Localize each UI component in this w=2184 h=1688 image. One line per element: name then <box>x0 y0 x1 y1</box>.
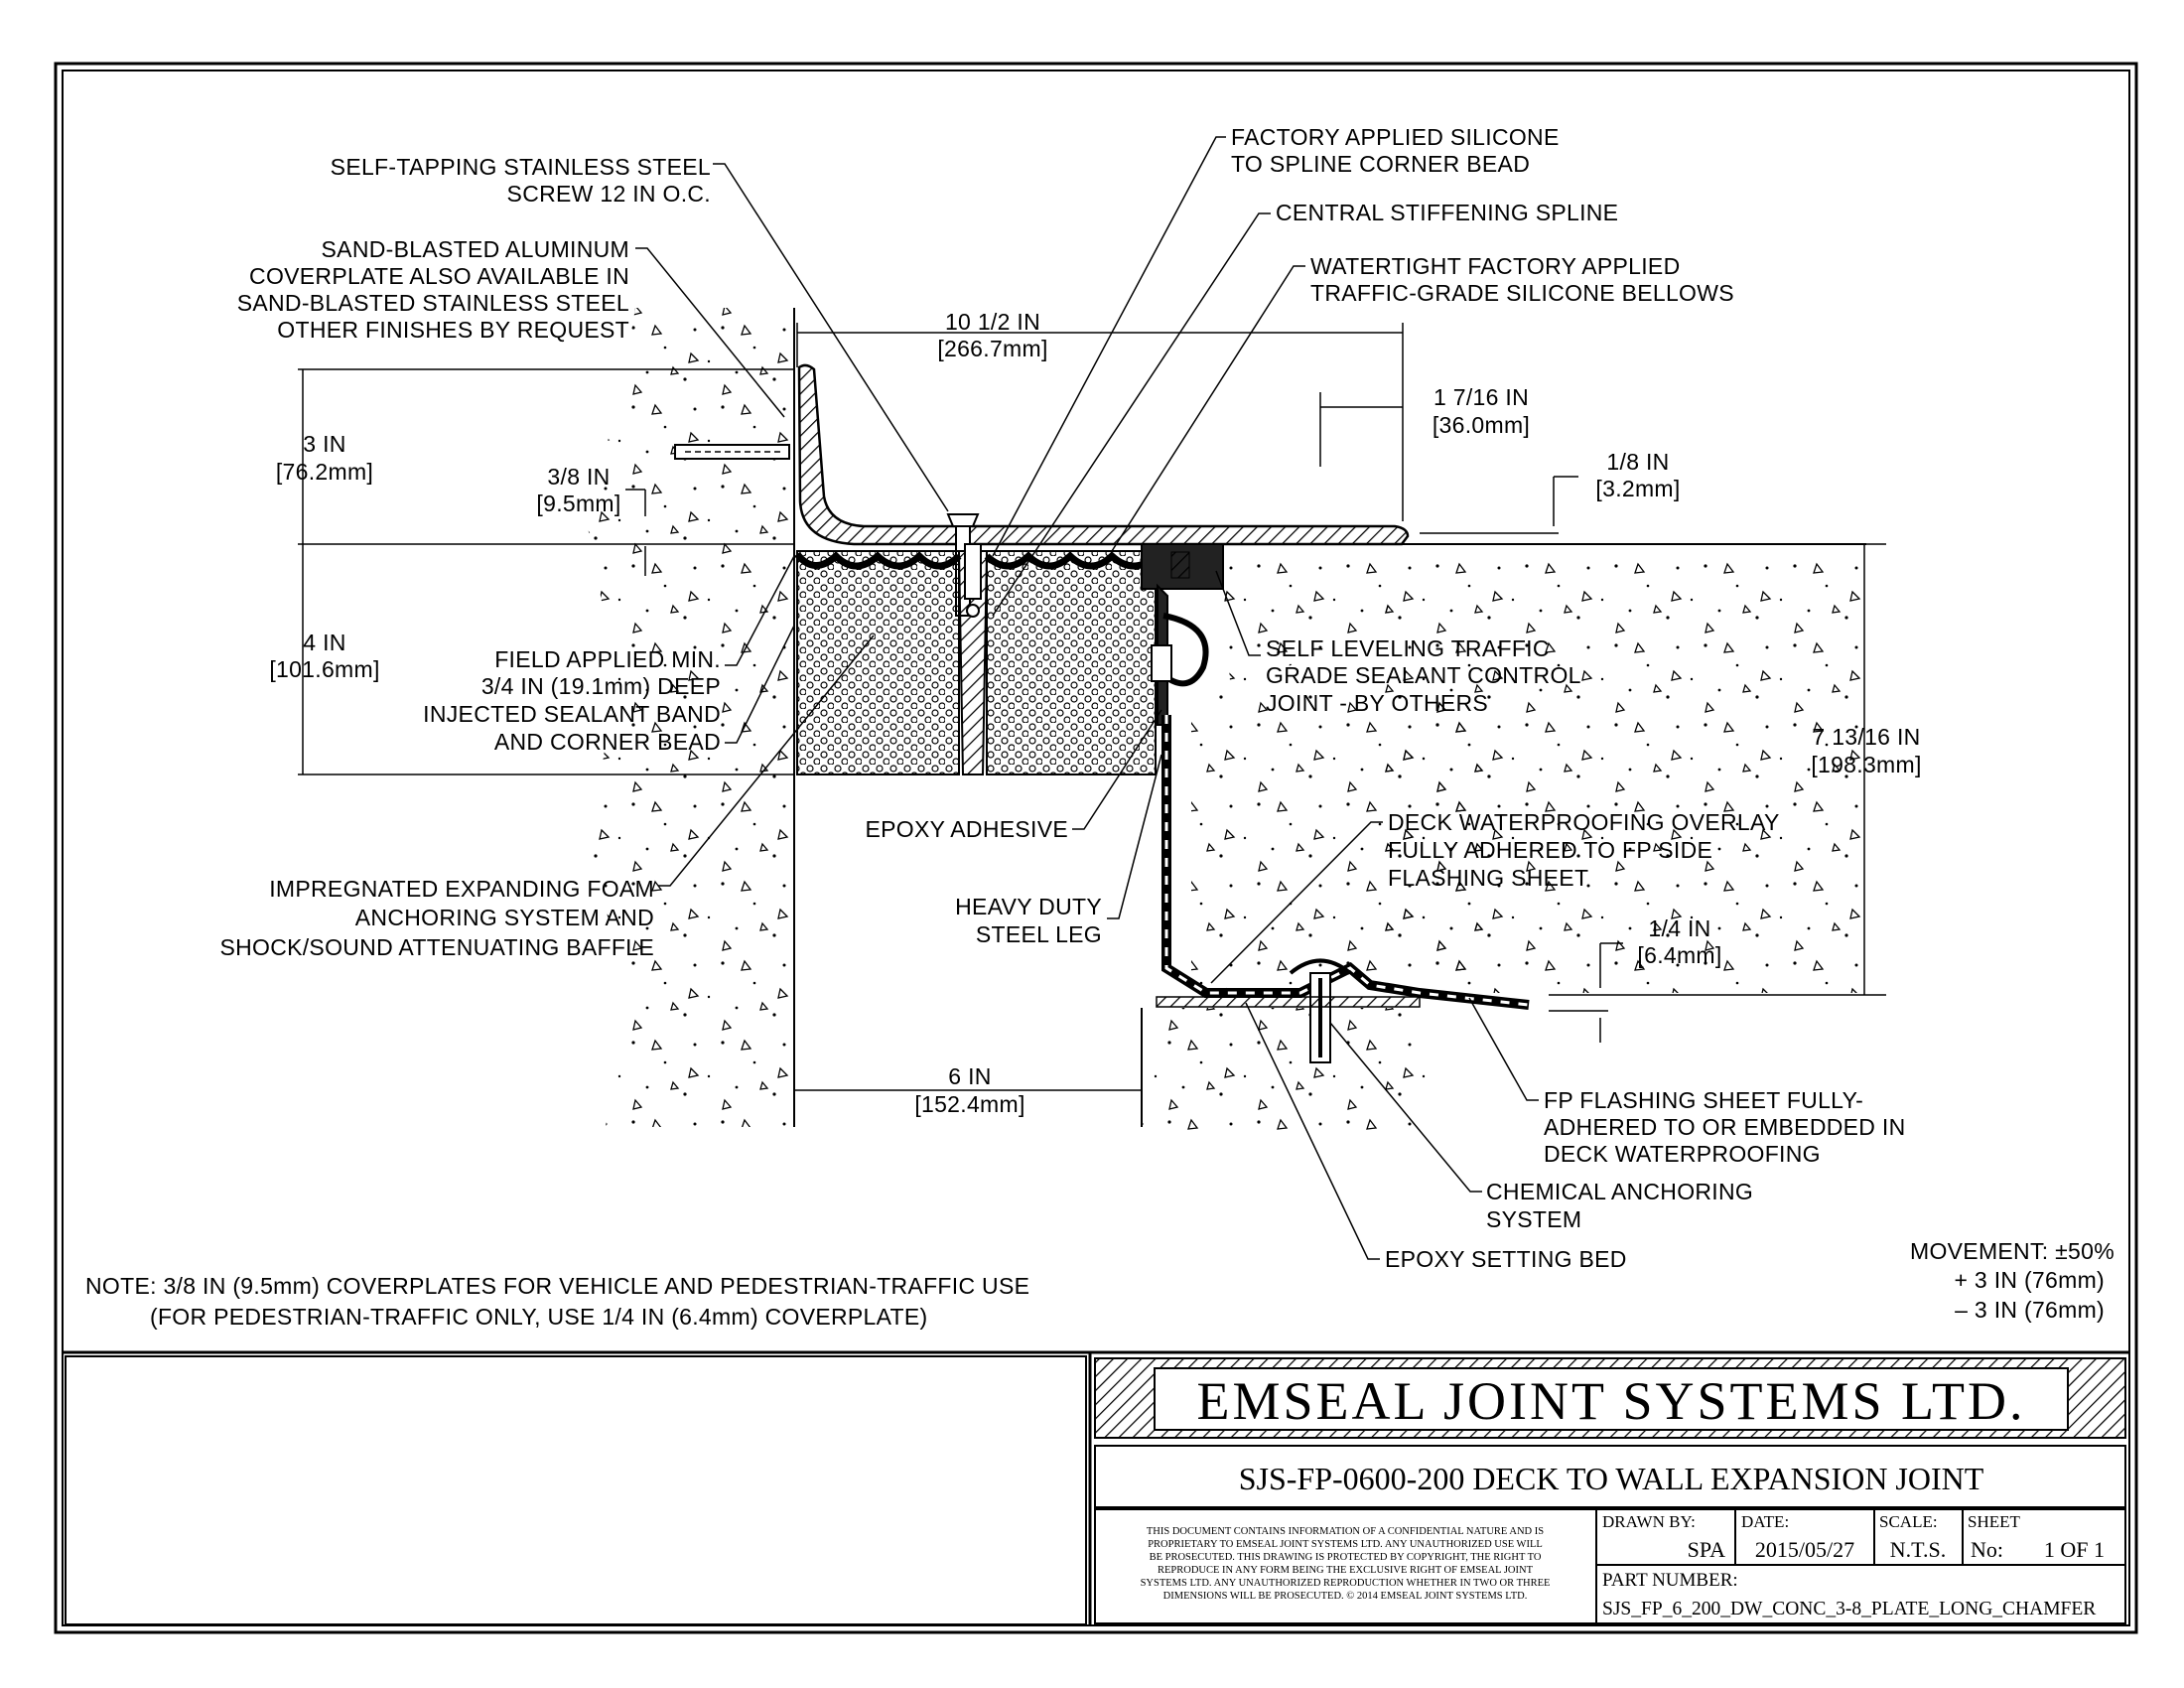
spline-label: CENTRAL STIFFENING SPLINE <box>1276 200 1618 225</box>
svg-text:COVERPLATE ALSO AVAILABLE IN: COVERPLATE ALSO AVAILABLE IN <box>249 263 629 289</box>
svg-text:BE PROSECUTED. THIS DRAWING IS: BE PROSECUTED. THIS DRAWING IS PROTECTED… <box>1150 1552 1542 1563</box>
wall-concrete <box>586 308 794 1127</box>
note-line-2: (FOR PEDESTRIAN-TRAFFIC ONLY, USE 1/4 IN… <box>150 1304 928 1330</box>
part-number: SJS_FP_6_200_DW_CONC_3-8_PLATE_LONG_CHAM… <box>1602 1599 2096 1619</box>
drawn-by: SPA <box>1688 1537 1725 1562</box>
svg-text:JOINT - BY OTHERS: JOINT - BY OTHERS <box>1266 690 1488 716</box>
title-block: EMSEAL JOINT SYSTEMS LTD. SJS-FP-0600-20… <box>63 1350 2129 1625</box>
setting-bed-label: EPOXY SETTING BED <box>1385 1246 1627 1272</box>
svg-text:10 1/2 IN: 10 1/2 IN <box>945 309 1040 335</box>
epoxy-bed <box>1156 996 1421 1008</box>
foam-left <box>796 550 960 775</box>
svg-text:[9.5mm]: [9.5mm] <box>536 491 620 516</box>
sheet-number: 1 OF 1 <box>2044 1537 2105 1562</box>
svg-text:DECK WATERPROOFING: DECK WATERPROOFING <box>1544 1141 1821 1167</box>
svg-text:3/4 IN (19.1mm) DEEP: 3/4 IN (19.1mm) DEEP <box>481 673 721 699</box>
svg-text:7 13/16 IN: 7 13/16 IN <box>1812 724 1920 750</box>
svg-text:ANCHORING SYSTEM AND: ANCHORING SYSTEM AND <box>355 905 654 930</box>
svg-text:SCALE:: SCALE: <box>1879 1512 1938 1531</box>
sheet-border <box>54 62 2138 1634</box>
svg-text:[198.3mm]: [198.3mm] <box>1811 752 1921 777</box>
svg-text:OTHER FINISHES BY REQUEST: OTHER FINISHES BY REQUEST <box>277 317 629 343</box>
svg-text:[152.4mm]: [152.4mm] <box>914 1091 1024 1117</box>
svg-text:GRADE SEALANT CONTROL: GRADE SEALANT CONTROL <box>1266 662 1581 688</box>
coverplate <box>797 363 1410 546</box>
inner-border <box>62 70 2130 1626</box>
dimension-labels: 10 1/2 IN [266.7mm] 1 7/16 IN [36.0mm] 1… <box>269 309 1921 1117</box>
svg-text:6 IN: 6 IN <box>948 1063 991 1089</box>
company-name: EMSEAL JOINT SYSTEMS LTD. <box>1196 1371 2025 1431</box>
svg-text:1 7/16 IN: 1 7/16 IN <box>1433 384 1529 410</box>
svg-text:FULLY ADHERED TO FP SIDE: FULLY ADHERED TO FP SIDE <box>1388 837 1712 863</box>
svg-text:No:: No: <box>1971 1537 2003 1562</box>
svg-text:DRAWN BY:: DRAWN BY: <box>1602 1512 1696 1531</box>
svg-text:SHEET: SHEET <box>1968 1512 2021 1531</box>
svg-text:[6.4mm]: [6.4mm] <box>1637 942 1721 968</box>
svg-text:[36.0mm]: [36.0mm] <box>1433 412 1530 438</box>
svg-text:1/4 IN: 1/4 IN <box>1648 915 1710 941</box>
leg-bracket <box>1161 613 1209 687</box>
svg-text:SHOCK/SOUND ATTENUATING BAFFLE: SHOCK/SOUND ATTENUATING BAFFLE <box>219 934 654 960</box>
svg-text:4 IN: 4 IN <box>303 630 345 655</box>
svg-text:STEEL LEG: STEEL LEG <box>976 921 1102 947</box>
svg-text:SAND-BLASTED STAINLESS STEEL: SAND-BLASTED STAINLESS STEEL <box>237 290 629 316</box>
bellows-left <box>794 551 962 570</box>
date: 2015/05/27 <box>1755 1537 1854 1562</box>
movement-label: MOVEMENT: ±50% <box>1910 1238 2115 1264</box>
svg-text:3 IN: 3 IN <box>303 431 345 457</box>
chemical-anchor-label: CHEMICAL ANCHORING <box>1486 1179 1753 1204</box>
svg-text:[101.6mm]: [101.6mm] <box>269 656 379 682</box>
svg-text:PART NUMBER:: PART NUMBER: <box>1602 1570 1738 1591</box>
svg-text:[76.2mm]: [76.2mm] <box>276 459 373 485</box>
flashing-label: FP FLASHING SHEET FULLY- <box>1544 1087 1863 1113</box>
svg-text:INJECTED SEALANT BAND: INJECTED SEALANT BAND <box>423 701 721 727</box>
svg-text:SYSTEMS LTD. ANY UNAUTHORIZED: SYSTEMS LTD. ANY UNAUTHORIZED REPRODUCTI… <box>1141 1578 1551 1589</box>
svg-text:[266.7mm]: [266.7mm] <box>937 336 1047 361</box>
bellows-label: WATERTIGHT FACTORY APPLIED <box>1310 253 1681 279</box>
svg-text:ADHERED TO OR EMBEDDED IN: ADHERED TO OR EMBEDDED IN <box>1544 1114 1905 1140</box>
drawing-title: SJS-FP-0600-200 DECK TO WALL EXPANSION J… <box>1239 1461 1984 1496</box>
disclaimer: THIS DOCUMENT CONTAINS INFORMATION OF A … <box>1147 1526 1544 1537</box>
svg-text:SYSTEM: SYSTEM <box>1486 1206 1581 1232</box>
svg-text:SCREW 12 IN O.C.: SCREW 12 IN O.C. <box>507 181 711 207</box>
epoxy-adhesive-label: EPOXY ADHESIVE <box>866 816 1068 842</box>
callout-labels: SELF-TAPPING STAINLESS STEEL SCREW 12 IN… <box>85 124 2115 1330</box>
svg-text:PROPRIETARY TO EMSEAL JOINT SY: PROPRIETARY TO EMSEAL JOINT SYSTEMS LTD.… <box>1148 1539 1543 1550</box>
svg-text:TO SPLINE CORNER BEAD: TO SPLINE CORNER BEAD <box>1231 151 1530 177</box>
field-sealant-label: FIELD APPLIED MIN. <box>494 646 721 672</box>
scale: N.T.S. <box>1890 1537 1946 1562</box>
svg-text:FLASHING SHEET: FLASHING SHEET <box>1388 865 1588 891</box>
svg-text:DATE:: DATE: <box>1741 1512 1789 1531</box>
svg-text:TRAFFIC-GRADE SILICONE BELLOWS: TRAFFIC-GRADE SILICONE BELLOWS <box>1310 280 1734 306</box>
silicone-bead-label: FACTORY APPLIED SILICONE <box>1231 124 1560 150</box>
note-line-1: NOTE: 3/8 IN (9.5mm) COVERPLATES FOR VEH… <box>85 1273 1029 1299</box>
deck-concrete <box>1385 556 1866 993</box>
leader-lines <box>635 136 1539 1260</box>
foam-label: IMPREGNATED EXPANDING FOAM <box>269 876 654 902</box>
slab-concrete <box>1142 1008 1430 1132</box>
svg-text:3/8 IN: 3/8 IN <box>547 464 610 490</box>
svg-text:AND CORNER BEAD: AND CORNER BEAD <box>494 729 721 755</box>
svg-text:REPRODUCE IN ANY FORM BEING TH: REPRODUCE IN ANY FORM BEING THE EXCLUSIV… <box>1158 1565 1534 1576</box>
foam-right <box>986 550 1157 775</box>
coverplate-label: SAND-BLASTED ALUMINUM <box>322 236 629 262</box>
svg-text:– 3 IN (76mm): – 3 IN (76mm) <box>1955 1297 2105 1323</box>
dimension-lines <box>298 323 1886 1091</box>
svg-text:1/8 IN: 1/8 IN <box>1606 449 1669 475</box>
screw-label: SELF-TAPPING STAINLESS STEEL <box>331 154 711 180</box>
bellows-right <box>984 551 1159 570</box>
wall-anchor <box>674 444 790 460</box>
overlay-label: DECK WATERPROOFING OVERLAY <box>1388 809 1780 835</box>
steel-leg-label: HEAVY DUTY <box>955 894 1102 919</box>
svg-text:DIMENSIONS WILL BE PROSECUTED.: DIMENSIONS WILL BE PROSECUTED. © 2014 EM… <box>1163 1591 1528 1602</box>
svg-text:[3.2mm]: [3.2mm] <box>1595 476 1680 501</box>
screw-head <box>946 513 980 527</box>
sealant-control-label: SELF LEVELING TRAFFIC <box>1266 635 1550 661</box>
svg-text:+ 3 IN (76mm): + 3 IN (76mm) <box>1954 1267 2105 1293</box>
